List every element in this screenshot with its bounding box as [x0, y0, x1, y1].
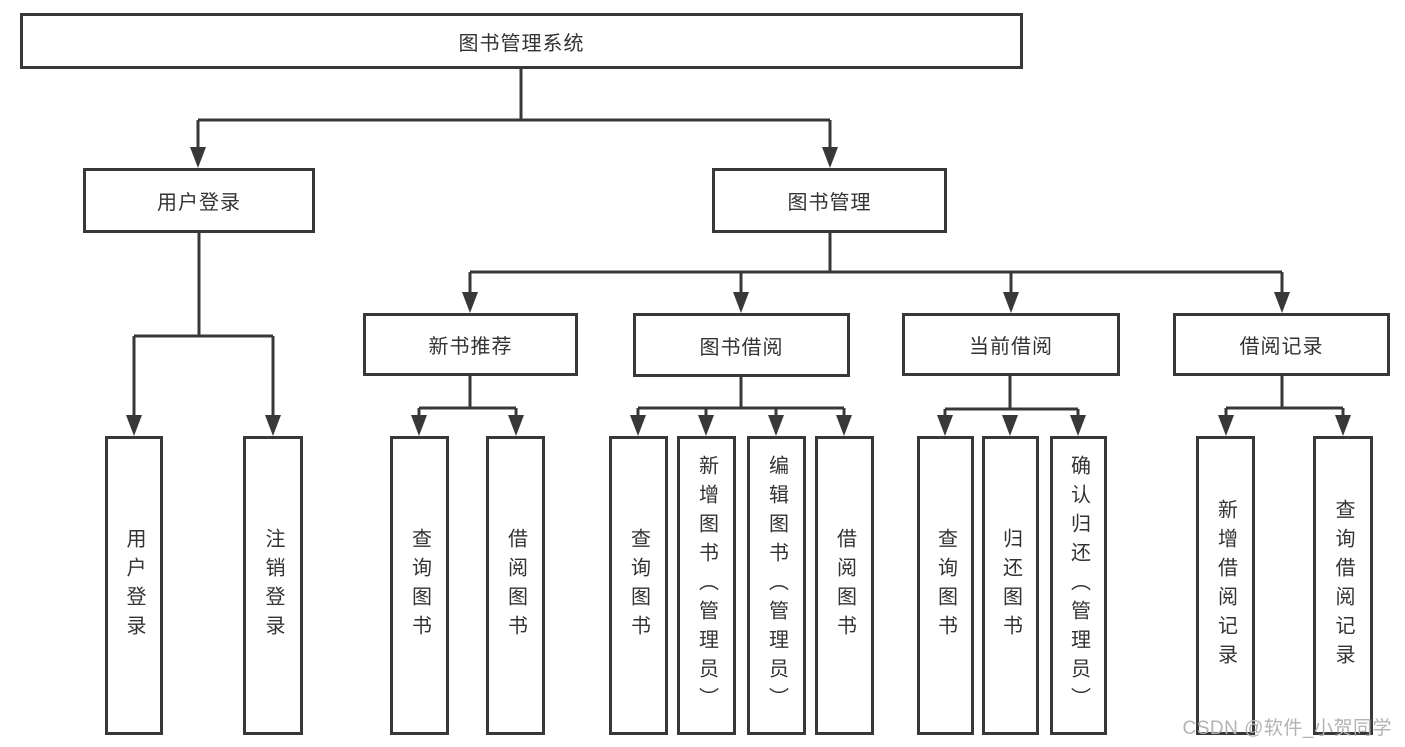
node-borrow-records: 借阅记录: [1173, 313, 1390, 376]
leaf-logout-label: 注销登录: [262, 527, 284, 644]
connector-root-to-level2: [190, 69, 838, 168]
node-new-book-recommend: 新书推荐: [363, 313, 578, 376]
leaf-bb-query-book: 查询图书: [609, 436, 668, 735]
leaf-bb-edit-book-admin-label: 编辑图书（管理员）: [765, 455, 788, 716]
leaf-bb-add-book-admin-label: 新增图书（管理员）: [695, 455, 718, 716]
node-book-management: 图书管理: [712, 168, 947, 233]
leaf-bb-borrow-book: 借阅图书: [815, 436, 874, 735]
leaf-bb-add-book-admin: 新增图书（管理员）: [677, 436, 736, 735]
leaf-br-query-record-label: 查询借阅记录: [1332, 498, 1354, 673]
leaf-cb-return-book: 归还图书: [982, 436, 1039, 735]
leaf-cb-confirm-return-admin: 确认归还（管理员）: [1050, 436, 1107, 735]
leaf-nbr-query-book-label: 查询图书: [408, 527, 431, 644]
leaf-bb-query-book-label: 查询图书: [627, 527, 650, 644]
node-user-login: 用户登录: [83, 168, 315, 233]
csdn-watermark: CSDN @软件_小贺同学: [1182, 718, 1392, 739]
connector-book-mgmt-to-level3: [462, 233, 1290, 313]
leaf-br-add-record: 新增借阅记录: [1196, 436, 1255, 735]
leaf-logout: 注销登录: [243, 436, 303, 735]
leaf-user-login: 用户登录: [105, 436, 163, 735]
node-current-borrow-label: 当前借阅: [969, 336, 1053, 358]
node-borrow-records-label: 借阅记录: [1239, 336, 1324, 358]
leaf-user-login-label: 用户登录: [123, 527, 145, 644]
leaf-br-query-record: 查询借阅记录: [1313, 436, 1373, 735]
node-book-borrow-label: 图书借阅: [699, 336, 784, 359]
node-new-book-recommend-label: 新书推荐: [428, 336, 513, 358]
connector-borrow-records-to-leaves: [1218, 376, 1351, 436]
leaf-cb-query-book: 查询图书: [917, 436, 974, 735]
leaf-cb-return-book-label: 归还图书: [999, 527, 1022, 644]
node-root-system-label: 图书管理系统: [458, 32, 585, 55]
node-root-system: 图书管理系统: [20, 13, 1023, 69]
leaf-nbr-borrow-book: 借阅图书: [486, 436, 545, 735]
leaf-bb-edit-book-admin: 编辑图书（管理员）: [747, 436, 806, 735]
node-book-borrow: 图书借阅: [633, 313, 850, 377]
leaf-cb-confirm-return-admin-label: 确认归还（管理员）: [1067, 455, 1090, 716]
connector-book-borrow-to-leaves: [630, 376, 852, 436]
leaf-br-add-record-label: 新增借阅记录: [1214, 498, 1237, 673]
connector-current-borrow-to-leaves: [937, 376, 1086, 436]
leaf-nbr-query-book: 查询图书: [390, 436, 449, 735]
leaf-bb-borrow-book-label: 借阅图书: [833, 527, 856, 644]
leaf-cb-query-book-label: 查询图书: [934, 527, 957, 644]
connector-new-book-rec-to-leaves: [411, 376, 524, 436]
node-current-borrow: 当前借阅: [902, 313, 1120, 376]
leaf-nbr-borrow-book-label: 借阅图书: [504, 527, 527, 644]
connector-user-login-to-leaves: [126, 233, 281, 436]
node-book-management-label: 图书管理: [787, 192, 872, 214]
node-user-login-label: 用户登录: [157, 192, 241, 214]
